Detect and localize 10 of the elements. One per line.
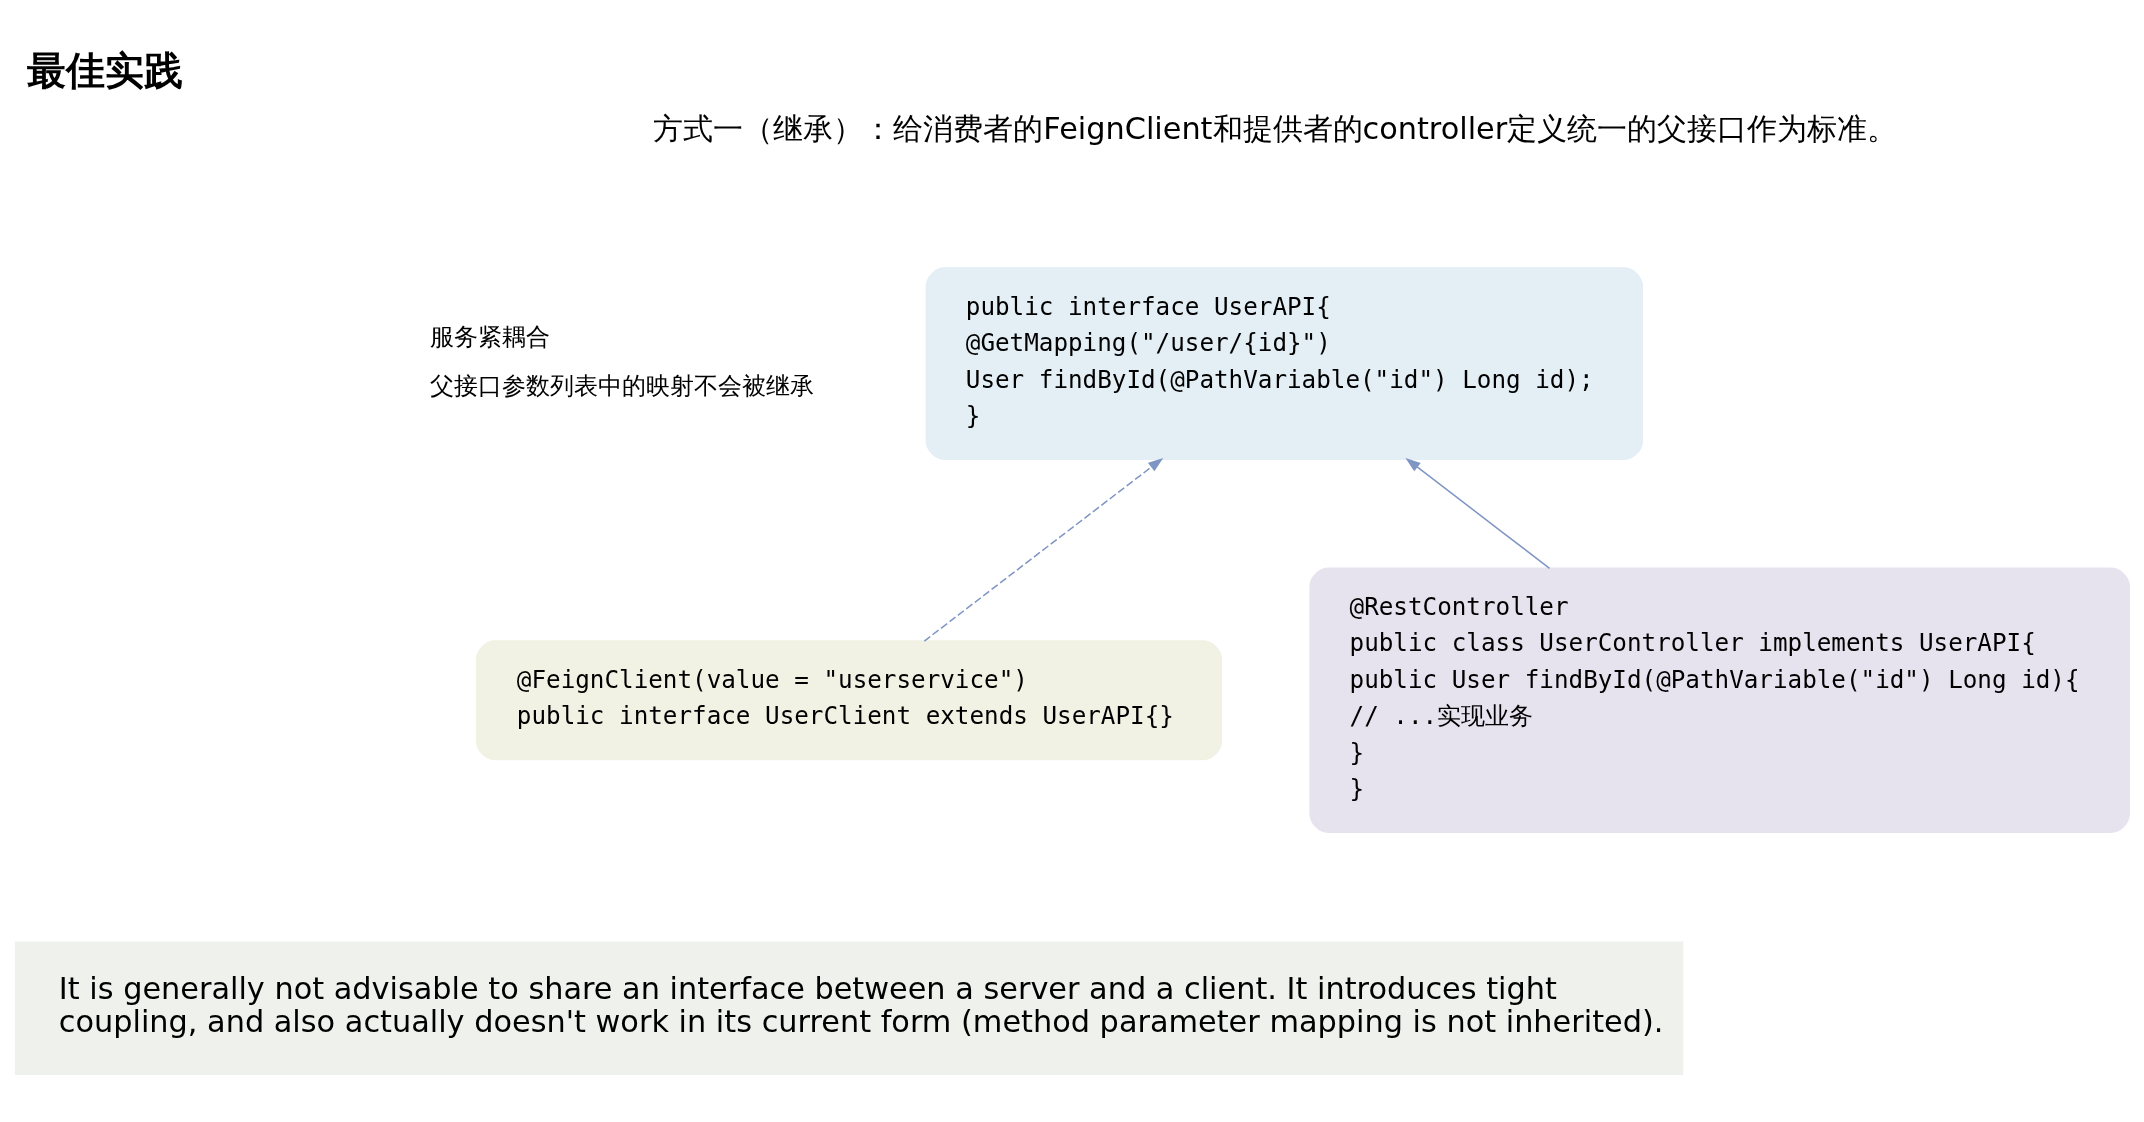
label: 方式一（继承）：给消费者的FeignClient和提供者的controller定义统一的父接口作为标准。 [653, 110, 1898, 146]
node-box: @FeignClient(value = "userservice") public interface UserClient extends UserAPI{} [475, 639, 1223, 760]
node-box: @RestController public class UserController implements UserAPI{ public User findById(@PathVariable("id") Long id){ // ...实现业务 } } [1309, 567, 2130, 833]
diagram-title: 最佳实践 [26, 46, 183, 93]
node-box: public interface UserAPI{ @GetMapping("/user/{id}") User findById(@PathVariable("id") Long id); } [925, 266, 1644, 460]
arrow [923, 457, 1164, 642]
label: 服务紧耦合 [430, 321, 551, 351]
label: It is generally not advisable to share an interface between a server and a client. It introduces tight coupling, and also actually doesn't work in its current form (method parameter mapping is not inherited). [58, 970, 1664, 1039]
arrow [1405, 457, 1551, 569]
label: 父接口参数列表中的映射不会被继承 [430, 370, 815, 400]
